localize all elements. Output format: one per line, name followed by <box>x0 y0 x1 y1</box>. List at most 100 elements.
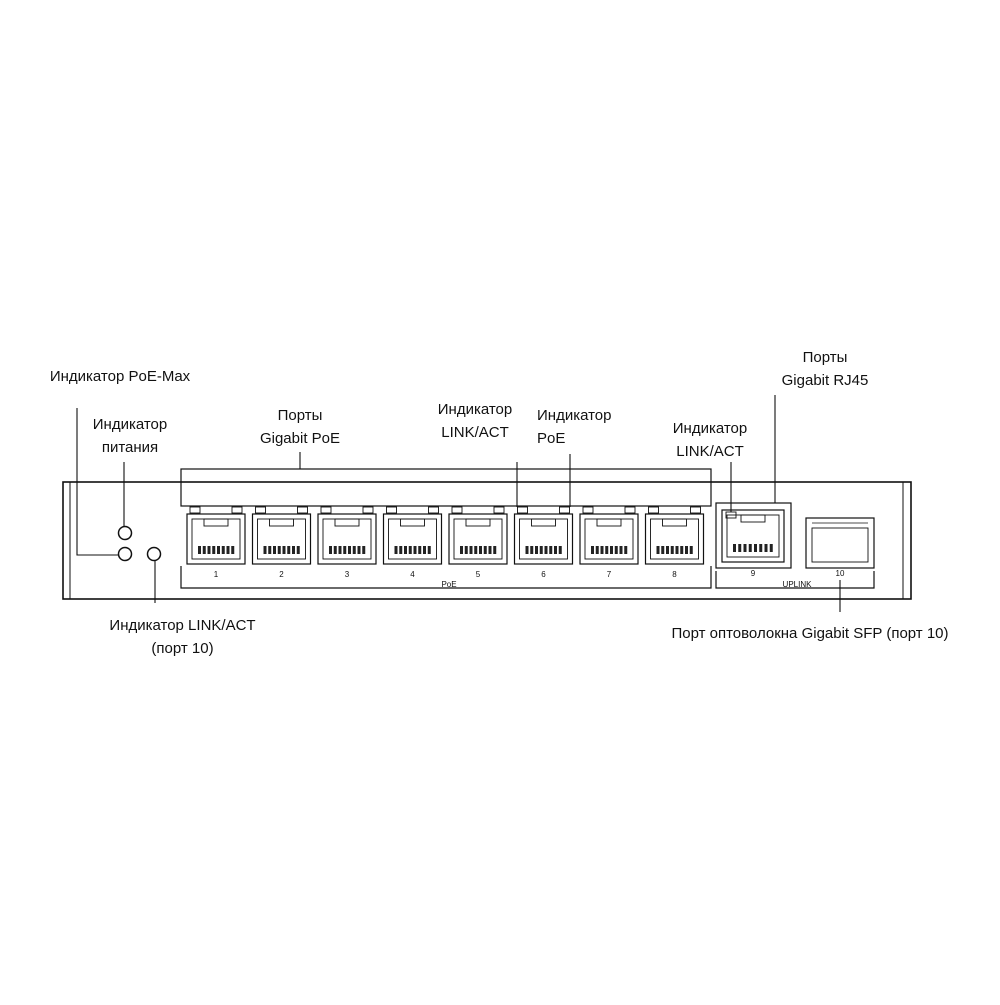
callout-leader-lines <box>76 395 841 612</box>
poe-port-1-pin <box>226 546 230 554</box>
poe-max-led <box>117 546 133 562</box>
poe-port-7-pin <box>619 546 623 554</box>
poe-port-5-pin <box>464 546 468 554</box>
poe-port-8-pin <box>666 546 669 554</box>
poe-port-5-latch <box>465 518 491 527</box>
poe-port-1-pin <box>221 546 225 554</box>
label-poe-indicator: Индикатор PoE <box>537 404 647 450</box>
poe-port-5-pin <box>474 546 478 554</box>
poe-port-number: 7 <box>607 570 612 579</box>
poe-group-bottom-bracket <box>180 566 712 589</box>
poe-port-8-pin <box>685 546 688 554</box>
uplink-port-number: 9 <box>751 569 756 578</box>
poe-port-1-link-led <box>189 506 201 514</box>
poe-port-2-pin <box>287 546 291 554</box>
label-sfp-port: Порт оптоволокна Gigabit SFP (порт 10) <box>630 622 990 645</box>
poe-port-3-poe-led <box>362 506 374 514</box>
poe-port-8-housing <box>644 513 705 565</box>
poe-port-4-pin <box>394 546 398 554</box>
poe-port-number: 8 <box>672 570 677 579</box>
label-link-act-indicator-uplink: Индикатор LINK/ACT <box>650 417 770 463</box>
poe-port-7-pin <box>605 546 609 554</box>
poe-port-5-pin <box>460 546 463 554</box>
poe-port-8-pin <box>670 546 674 554</box>
poe-port-6-pin <box>539 546 543 554</box>
poe-port-7-housing <box>579 513 639 565</box>
label-link-act-indicator-port10-line1: Индикатор LINK/ACT <box>109 617 256 634</box>
label-gigabit-rj45-ports-line1: Порты <box>802 349 848 366</box>
label-power-indicator: Индикатор питания <box>70 413 190 459</box>
poe-port-4-link-led <box>386 506 397 514</box>
poe-port-1-pin <box>207 546 211 554</box>
poe-port-2-pin <box>273 546 276 554</box>
poe-port-8-pin <box>680 546 684 554</box>
poe-port-2-poe-led <box>297 506 308 514</box>
poe-port-2-housing <box>251 513 312 565</box>
poe-port-5-pin <box>493 546 497 554</box>
label-gigabit-poe-ports-line1: Порты <box>277 407 323 424</box>
poe-port-3-pin <box>357 546 361 554</box>
label-gigabit-poe-ports: Порты Gigabit PoE <box>240 404 360 450</box>
poe-port-2-pin <box>292 546 295 554</box>
poe-port-4-pin <box>427 546 431 554</box>
poe-port-8-pin <box>661 546 665 554</box>
poe-port-2-pin <box>268 546 272 554</box>
poe-port-6-housing <box>513 513 574 565</box>
label-link-act-indicator-poe: Индикатор LINK/ACT <box>415 398 535 444</box>
uplink-rj45-frame <box>715 502 792 569</box>
label-gigabit-poe-ports-line2: Gigabit PoE <box>259 430 341 447</box>
poe-port-7-pin <box>610 546 613 554</box>
poe-port-7 <box>579 513 639 565</box>
poe-port-7-pin <box>595 546 599 554</box>
leader-poe-max <box>76 408 118 556</box>
poe-port-3-housing <box>317 513 377 565</box>
poe-port-1 <box>186 513 246 565</box>
poe-port-4-pin <box>413 546 417 554</box>
poe-port-3-pin <box>338 546 342 554</box>
uplink-rj45-port-pin <box>764 544 768 552</box>
poe-port-6-pin <box>530 546 534 554</box>
uplink-rj45-port-pin <box>754 544 757 552</box>
uplink-rj45-port-housing <box>721 509 785 563</box>
label-link-act-indicator-poe-line1: Индикатор <box>437 401 513 418</box>
poe-port-3-latch <box>334 518 360 527</box>
poe-port-4-pin <box>423 546 426 554</box>
poe-port-5-link-led <box>451 506 463 514</box>
poe-port-5-pin <box>483 546 487 554</box>
poe-port-1-housing <box>186 513 246 565</box>
label-link-act-indicator-poe-line2: LINK/ACT <box>441 424 509 441</box>
uplink-rj45-port-pin <box>769 544 773 552</box>
poe-port-number: 2 <box>279 570 284 579</box>
uplink-rj45-port-latch <box>740 514 766 523</box>
poe-port-7-pin <box>600 546 604 554</box>
poe-port-7-link-led <box>582 506 594 514</box>
poe-port-number: 4 <box>410 570 415 579</box>
poe-port-2-latch <box>269 518 294 527</box>
poe-port-7-latch <box>596 518 622 527</box>
poe-port-6-link-led <box>517 506 528 514</box>
poe-port-6 <box>513 513 574 565</box>
uplink-rj45-port-pin <box>759 544 763 552</box>
poe-port-2-pin <box>277 546 281 554</box>
poe-port-4-pin <box>399 546 403 554</box>
poe-port-4-latch <box>400 518 425 527</box>
poe-port-1-poe-led <box>231 506 243 514</box>
poe-port-8 <box>644 513 705 565</box>
poe-port-4-pin <box>404 546 407 554</box>
poe-port-3-link-led <box>320 506 332 514</box>
poe-port-7-pin <box>624 546 628 554</box>
uplink-rj45-port-pin <box>748 544 752 552</box>
poe-port-5-housing <box>448 513 508 565</box>
label-power-indicator-line2: питания <box>101 439 159 456</box>
label-link-act-indicator-port10-line2: (порт 10) <box>151 640 214 657</box>
poe-port-6-poe-led <box>559 506 570 514</box>
poe-port-3-pin <box>333 546 337 554</box>
switch-chassis <box>62 481 912 600</box>
poe-group-top-frame <box>180 468 712 507</box>
poe-port-6-pin <box>535 546 538 554</box>
poe-port-8-pin <box>656 546 660 554</box>
poe-port-number: 3 <box>345 570 350 579</box>
